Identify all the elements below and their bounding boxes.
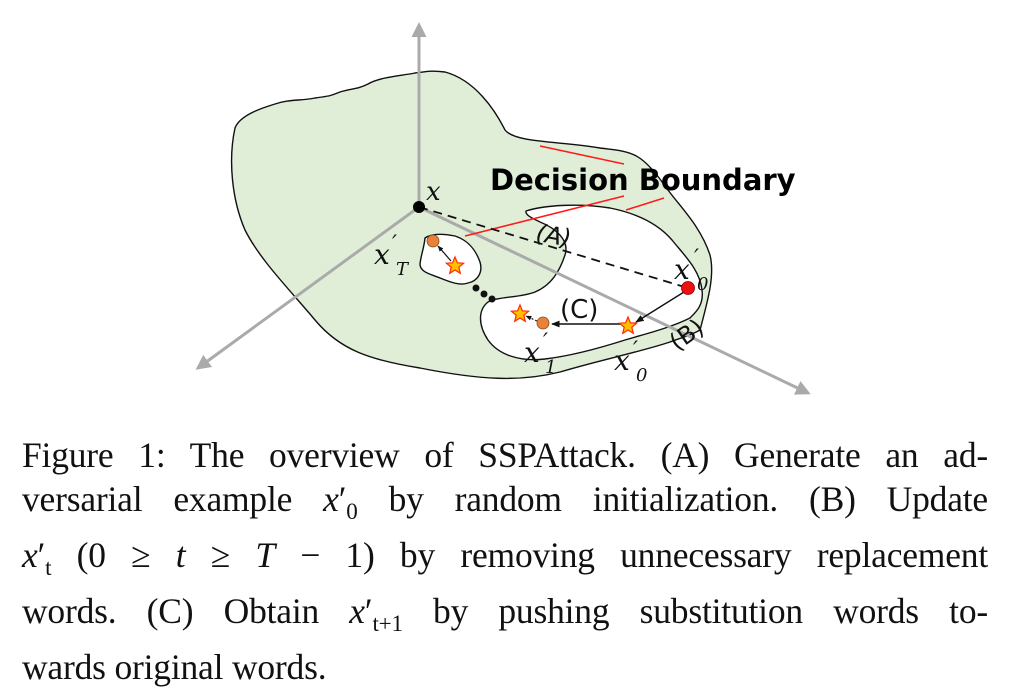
- svg-text:′: ′: [694, 246, 699, 271]
- x-axis: [418, 205, 811, 395]
- svg-text:1: 1: [545, 357, 556, 378]
- caption-line-1: Figure 1: The overview of SSPAttack. (A)…: [22, 435, 988, 475]
- adv-point-1: [536, 316, 550, 330]
- caption-line-5: wards original words.: [22, 647, 327, 688]
- svg-text:x: x: [374, 238, 390, 271]
- path-t-arrow: [437, 245, 452, 262]
- updated-adv-label: x ′ 0: [614, 338, 647, 386]
- caption-line-3: x′t (0 ≥ t ≥ T − 1) by removing unnecess…: [22, 535, 988, 581]
- substitution-star-1-icon: [509, 303, 531, 323]
- step1-adv-label: x ′ 1: [524, 330, 556, 378]
- initial-adv-point: [681, 281, 695, 295]
- ellipsis-dot: [472, 284, 480, 292]
- ellipsis-dot: [488, 295, 496, 303]
- svg-text:T: T: [396, 259, 410, 280]
- overview-diagram: Decision Boundary x x ′ T x ′ 0 x ′ 1 x …: [195, 22, 811, 395]
- math-xt-prime: x′t: [22, 535, 52, 581]
- caption-line-2: versarial example x′0 by random initiali…: [22, 477, 988, 533]
- adv-point-t: [426, 234, 440, 248]
- math-xt1-prime: x′t+1: [349, 591, 403, 637]
- path-a-dashed: [418, 206, 689, 289]
- svg-text:0: 0: [697, 274, 708, 295]
- region-label: Decision Boundary: [490, 163, 796, 197]
- math-x0-prime: x′0: [323, 479, 358, 525]
- caption-text: versarial example: [22, 479, 324, 519]
- path-b-arrow: [635, 291, 685, 323]
- final-adv-label: x ′ T: [374, 232, 410, 280]
- svg-text:x: x: [524, 336, 540, 369]
- boundary-pointer-3: [625, 197, 665, 211]
- caption-line-4: words. (C) Obtain x′t+1 by pushing subst…: [22, 591, 988, 637]
- svg-text:′: ′: [392, 232, 397, 257]
- original-label: x: [426, 177, 441, 207]
- svg-text:0: 0: [636, 365, 647, 386]
- caption-text: by random initialization. (B) Update: [357, 479, 989, 519]
- initial-adv-label: x ′ 0: [674, 246, 708, 295]
- svg-text:′: ′: [543, 330, 548, 355]
- svg-text:x: x: [674, 253, 690, 286]
- substitution-star-0-icon: [617, 315, 639, 335]
- substitution-star-t-icon: [444, 255, 466, 275]
- y-axis: [195, 205, 420, 370]
- step-c-label: (C): [560, 295, 598, 325]
- ellipsis-dot: [480, 290, 488, 298]
- svg-text:′: ′: [633, 338, 638, 363]
- figure-caption: Figure 1: The overview of SSPAttack. (A)…: [22, 433, 988, 689]
- step-a-label: (A): [534, 219, 573, 253]
- original-point: [413, 201, 425, 213]
- svg-text:x: x: [614, 344, 630, 377]
- boundary-pointer-1: [539, 145, 625, 165]
